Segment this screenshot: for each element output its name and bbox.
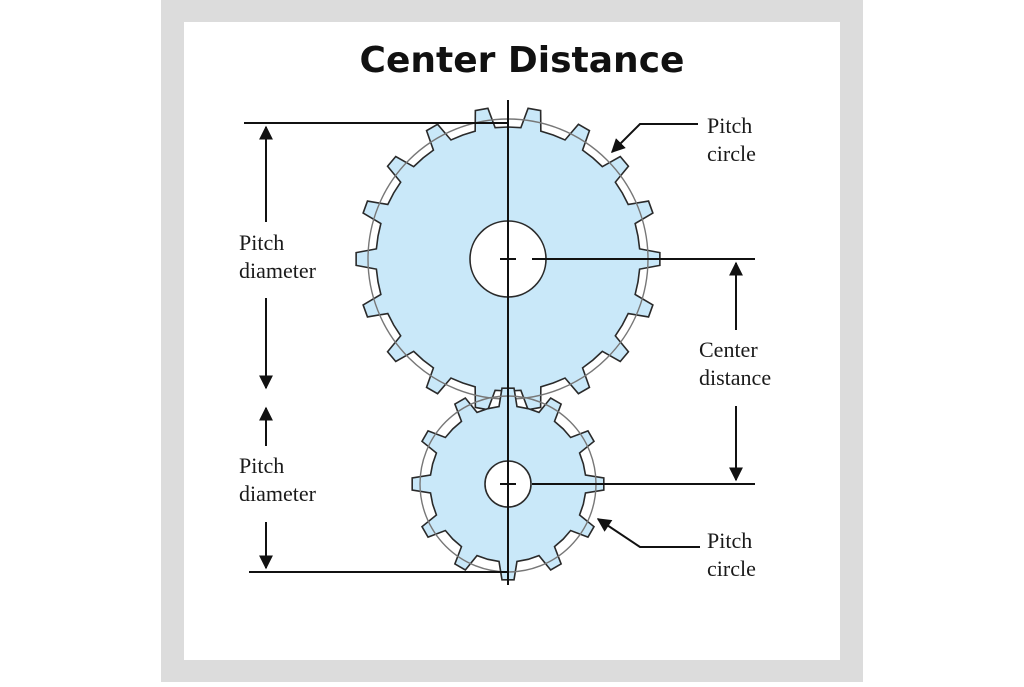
large-gear-center-mark bbox=[500, 251, 516, 267]
pitch-diameter-large-line2: diameter bbox=[239, 258, 317, 283]
pitch-circle-bottom-label: Pitch circle bbox=[707, 528, 758, 581]
pitch-diameter-small-line1: Pitch bbox=[239, 453, 284, 478]
center-distance-line2: distance bbox=[699, 365, 771, 390]
pitch-circle-bottom-leader bbox=[596, 518, 700, 548]
center-distance-label: Center distance bbox=[699, 337, 771, 390]
pitch-circle-bottom-line2: circle bbox=[707, 556, 756, 581]
pitch-circle-top-line2: circle bbox=[707, 141, 756, 166]
diagram-title: Center Distance bbox=[360, 40, 685, 81]
pitch-circle-top-label: Pitch circle bbox=[707, 113, 758, 166]
pitch-circle-bottom-line1: Pitch bbox=[707, 528, 752, 553]
small-gear-center-mark bbox=[500, 476, 516, 492]
pitch-diameter-small-line2: diameter bbox=[239, 481, 317, 506]
pitch-diameter-large-line1: Pitch bbox=[239, 230, 284, 255]
center-distance-line1: Center bbox=[699, 337, 758, 362]
pitch-diameter-small-label: Pitch diameter bbox=[239, 453, 317, 506]
pitch-circle-top-line1: Pitch bbox=[707, 113, 752, 138]
pitch-circle-top-leader bbox=[611, 123, 698, 153]
pitch-diameter-large-label: Pitch diameter bbox=[239, 230, 317, 283]
